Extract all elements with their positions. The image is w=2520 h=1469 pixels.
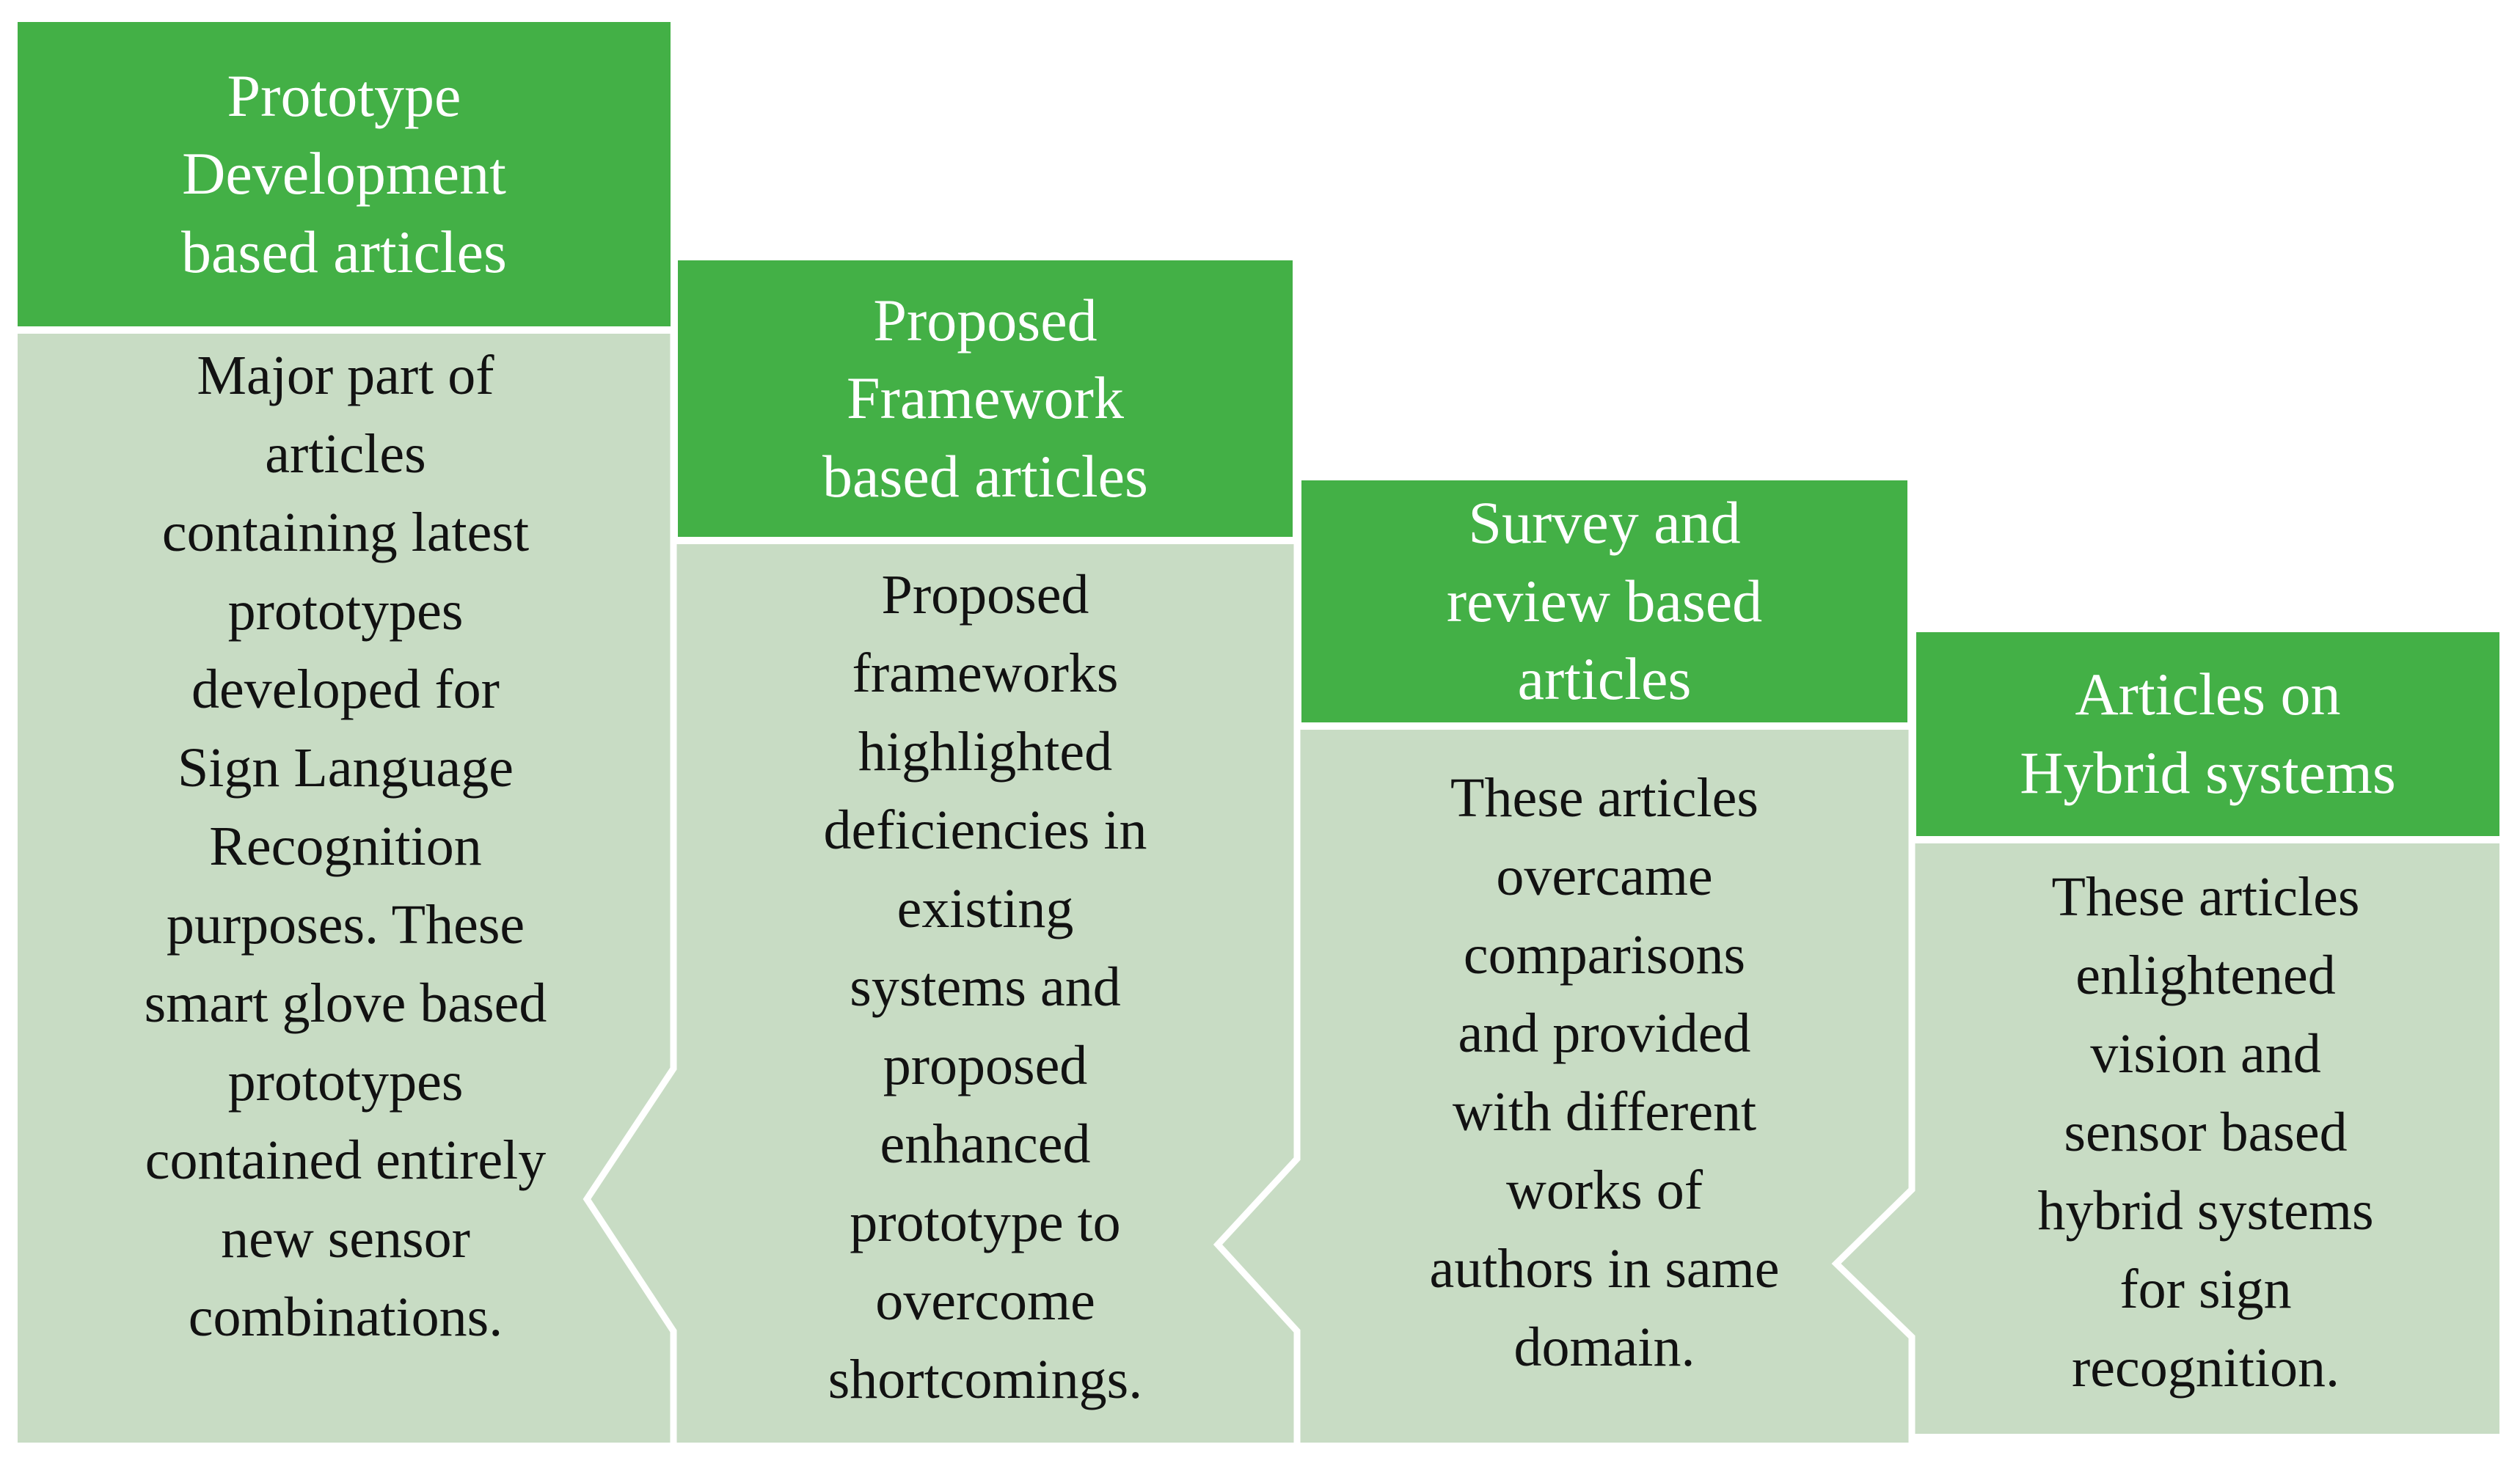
survey-column-header: Survey and review based articles [1301, 480, 1907, 722]
prototype-column-description: Major part of articles containing latest… [18, 334, 673, 1443]
hybrid-column-header: Articles on Hybrid systems [1916, 632, 2499, 836]
survey-column-description: These articles overcame comparisons and … [1297, 730, 1912, 1443]
framework-column-description: Proposed frameworks highlighted deficien… [673, 544, 1297, 1443]
framework-column-header: Proposed Framework based articles [678, 260, 1293, 537]
prototype-column-header: Prototype Development based articles [18, 22, 671, 326]
hybrid-column-description: These articles enlightened vision and se… [1912, 843, 2499, 1434]
